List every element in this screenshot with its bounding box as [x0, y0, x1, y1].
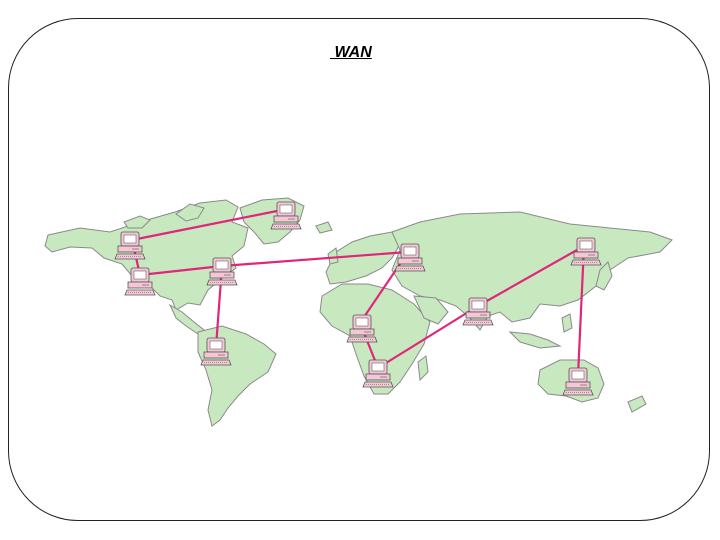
landmass-japan: [595, 261, 613, 291]
link-india-east-asia: [477, 245, 585, 307]
link-east-asia-australia: [576, 245, 586, 377]
landmass-iceland: [315, 221, 333, 234]
landmass-philippines: [561, 313, 573, 333]
landmass-uk: [327, 247, 339, 265]
landmass-arctic-islands: [175, 203, 205, 222]
landmass-central-america: [168, 303, 205, 335]
landmass-arctic-islands-2: [123, 215, 151, 229]
link-canada-greenland: [131, 208, 283, 242]
landmass-indonesia: [508, 331, 562, 349]
network-links: [130, 208, 586, 377]
landmass-arabia: [413, 295, 449, 325]
link-usa-east-europe: [221, 250, 409, 268]
landmass-new-zealand: [627, 395, 647, 413]
link-south-africa-india: [377, 305, 479, 369]
link-usa-east-south-america: [214, 265, 224, 348]
landmass-europe: [325, 231, 401, 285]
slide-title: WAN: [330, 44, 372, 61]
link-usa-west-usa-east: [139, 264, 223, 277]
landmass-madagascar: [417, 355, 429, 382]
